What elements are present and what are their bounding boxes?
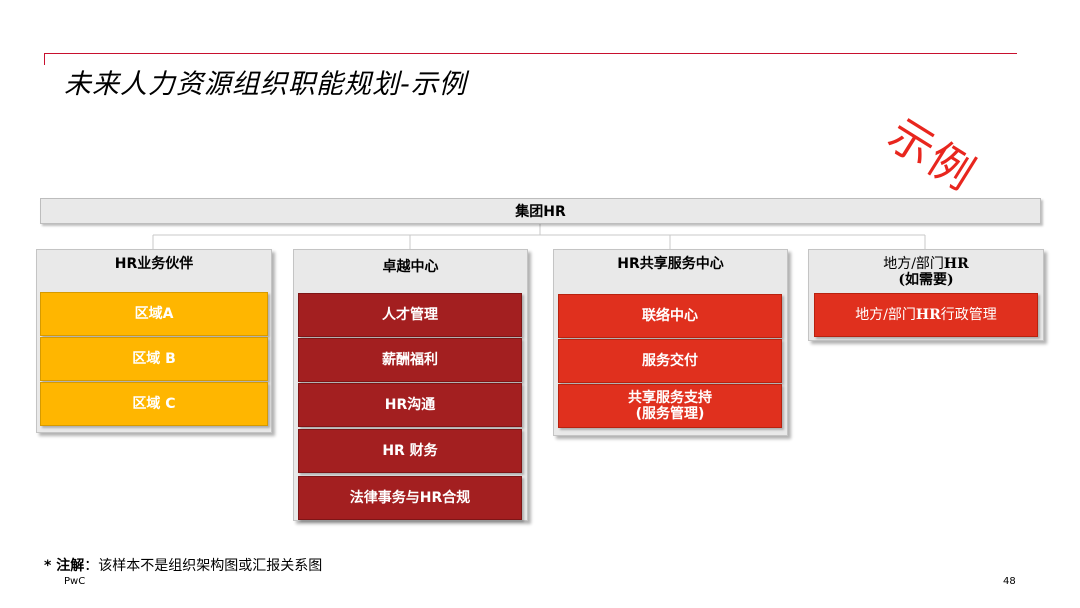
footnote-text: ：该样本不是组织架构图或汇报关系图 [84, 558, 323, 574]
header-rule [44, 53, 1017, 54]
region-b-box: 区域 B [40, 337, 268, 381]
local-hr-title-note: (如需要) [898, 272, 954, 288]
footnote: * 注解：该样本不是组织架构图或汇报关系图 [44, 555, 322, 575]
region-a-box: 区域A [40, 292, 268, 336]
region-c-box: 区域 C [40, 382, 268, 426]
page-number: 48 [1003, 576, 1016, 587]
local-admin-part-a: 地方/部门 [855, 307, 916, 323]
contact-center-box: 联络中心 [558, 294, 782, 338]
local-admin-part-c: 行政管理 [940, 307, 997, 323]
local-hr-title-hr: HR [943, 256, 969, 272]
example-stamp: 示例 [879, 109, 985, 202]
compensation-benefits-box: 薪酬福利 [298, 338, 522, 382]
service-delivery-box: 服务交付 [558, 339, 782, 383]
footnote-label: * 注解 [44, 558, 85, 574]
local-hr-title-part: 地方/部门 [883, 256, 944, 272]
hr-shared-services-title: HR共享服务中心 [617, 256, 724, 272]
hr-business-partner-title: HR业务伙伴 [114, 256, 194, 272]
center-of-excellence-title: 卓越中心 [382, 259, 439, 275]
hr-finance-box: HR 财务 [298, 429, 522, 473]
legal-compliance-box: 法律事务与HR合规 [298, 476, 522, 520]
brand-footer: PwC [64, 576, 86, 587]
hr-communication-box: HR沟通 [298, 383, 522, 427]
local-department-hr-title: 地方/部门HR (如需要) [809, 256, 1043, 288]
shared-services-support-box: 共享服务支持 (服务管理) [558, 384, 782, 428]
group-hr-root: 集团HR [40, 198, 1041, 224]
talent-management-box: 人才管理 [298, 293, 522, 337]
page-title: 未来人力资源组织职能规划-示例 [64, 69, 467, 100]
local-admin-part-hr: HR [915, 307, 941, 323]
header-rule-tick [44, 53, 45, 65]
